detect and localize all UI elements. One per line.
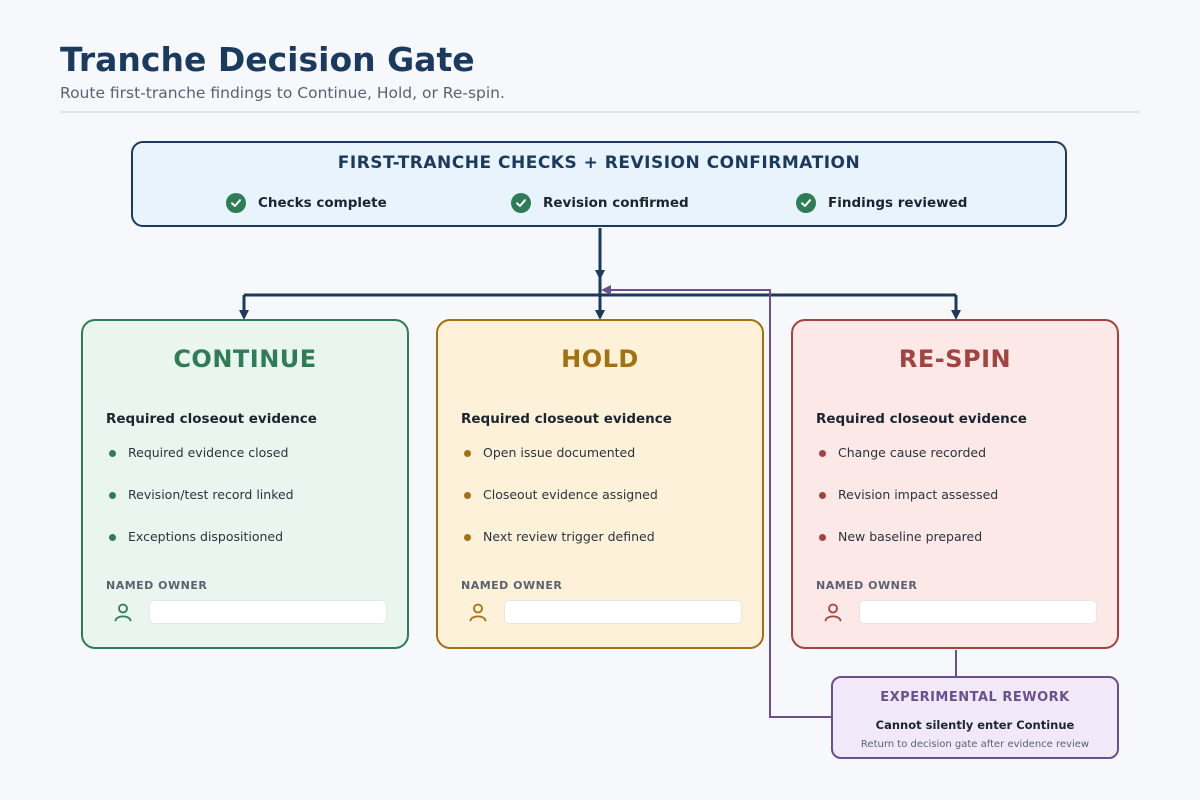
check-item: Revision confirmed xyxy=(511,193,689,213)
continue-card: CONTINUE Required closeout evidence Requ… xyxy=(81,319,409,649)
card-subtitle: Required closeout evidence xyxy=(461,411,672,427)
rework-return-connector xyxy=(601,285,831,718)
user-icon xyxy=(468,602,488,626)
owner-label: NAMED OWNER xyxy=(816,579,918,592)
owner-input[interactable] xyxy=(859,600,1097,624)
list-item: Change cause recorded xyxy=(816,445,998,487)
owner-input[interactable] xyxy=(149,600,387,624)
bullet-dot xyxy=(109,534,116,541)
list-item: Closeout evidence assigned xyxy=(461,487,658,529)
user-icon xyxy=(823,602,843,626)
bullet-dot xyxy=(109,450,116,457)
list-item: Exceptions dispositioned xyxy=(106,529,294,571)
decision-gate-box: FIRST-TRANCHE CHECKS + REVISION CONFIRMA… xyxy=(131,141,1067,227)
bullet-dot xyxy=(109,492,116,499)
card-title: CONTINUE xyxy=(173,345,317,373)
owner-label: NAMED OWNER xyxy=(106,579,208,592)
evidence-list: Open issue documented Closeout evidence … xyxy=(461,445,658,571)
card-title: RE-SPIN xyxy=(898,345,1012,373)
card-subtitle: Required closeout evidence xyxy=(816,411,1027,427)
check-item: Findings reviewed xyxy=(796,193,967,213)
evidence-list: Change cause recorded Revision impact as… xyxy=(816,445,998,571)
check-circle-icon xyxy=(511,193,531,213)
list-item-label: Required evidence closed xyxy=(128,445,289,460)
check-label: Findings reviewed xyxy=(828,195,968,211)
bullet-dot xyxy=(819,534,826,541)
bullet-dot xyxy=(464,534,471,541)
bullet-dot xyxy=(464,492,471,499)
list-item-label: Revision/test record linked xyxy=(128,487,294,502)
bullet-dot xyxy=(819,492,826,499)
list-item-label: Next review trigger defined xyxy=(483,529,655,544)
check-circle-icon xyxy=(226,193,246,213)
bullet-dot xyxy=(819,450,826,457)
experimental-rework-box: EXPERIMENTAL REWORK Cannot silently ente… xyxy=(831,676,1119,759)
rework-subtitle: Cannot silently enter Continue xyxy=(875,718,1075,732)
list-item: Revision/test record linked xyxy=(106,487,294,529)
respin-card: RE-SPIN Required closeout evidence Chang… xyxy=(791,319,1119,649)
check-label: Checks complete xyxy=(258,195,387,211)
list-item: Revision impact assessed xyxy=(816,487,998,529)
list-item: Open issue documented xyxy=(461,445,658,487)
list-item-label: Open issue documented xyxy=(483,445,636,460)
evidence-list: Required evidence closed Revision/test r… xyxy=(106,445,294,571)
bullet-dot xyxy=(464,450,471,457)
check-circle-icon xyxy=(796,193,816,213)
list-item: New baseline prepared xyxy=(816,529,998,571)
page-title: Tranche Decision Gate xyxy=(60,40,475,79)
list-item-label: Revision impact assessed xyxy=(838,487,999,502)
hold-card: HOLD Required closeout evidence Open iss… xyxy=(436,319,764,649)
list-item-label: Change cause recorded xyxy=(838,445,987,460)
list-item: Next review trigger defined xyxy=(461,529,658,571)
decision-gate-title: FIRST-TRANCHE CHECKS + REVISION CONFIRMA… xyxy=(337,153,861,173)
list-item-label: Closeout evidence assigned xyxy=(483,487,658,502)
card-title: HOLD xyxy=(561,345,639,373)
rework-title: EXPERIMENTAL REWORK xyxy=(880,690,1070,705)
page-subtitle: Route first-tranche findings to Continue… xyxy=(60,84,505,102)
list-item-label: Exceptions dispositioned xyxy=(128,529,284,544)
rework-note: Return to decision gate after evidence r… xyxy=(860,739,1090,750)
list-item: Required evidence closed xyxy=(106,445,294,487)
check-label: Revision confirmed xyxy=(543,195,689,211)
card-subtitle: Required closeout evidence xyxy=(106,411,317,427)
owner-label: NAMED OWNER xyxy=(461,579,563,592)
check-item: Checks complete xyxy=(226,193,387,213)
list-item-label: New baseline prepared xyxy=(838,529,983,544)
owner-input[interactable] xyxy=(504,600,742,624)
header-divider xyxy=(60,111,1140,113)
user-icon xyxy=(113,602,133,626)
